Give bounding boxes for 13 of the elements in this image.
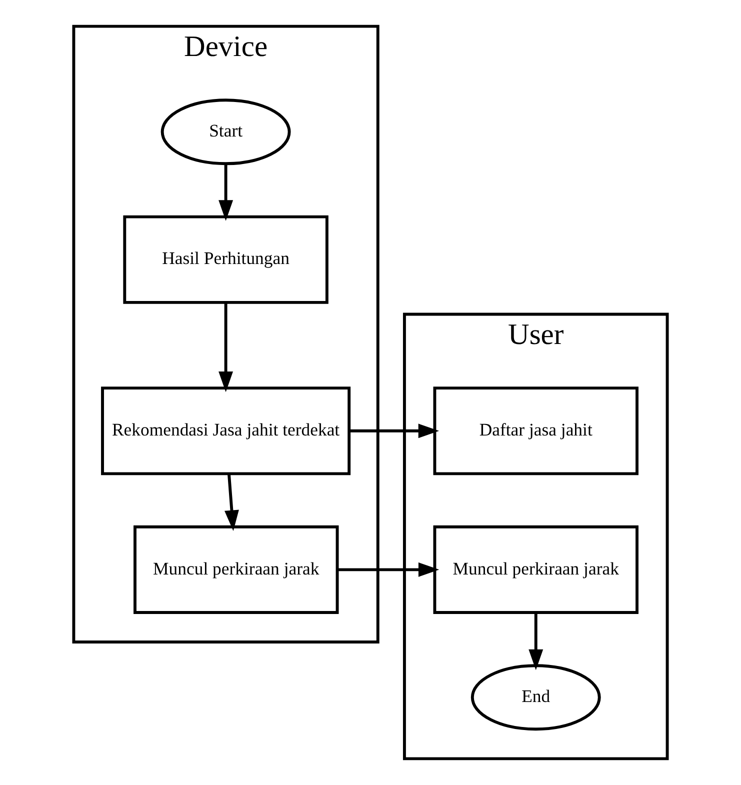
- arrow: [218, 302, 234, 392]
- node-ellipse: Start: [160, 98, 291, 166]
- arrow: [218, 164, 234, 221]
- node-box: Muncul perkiraan jarak: [134, 525, 339, 614]
- node-box: Muncul perkiraan jarak: [433, 525, 638, 614]
- node-box: Rekomendasi Jasa jahit terdekat: [101, 386, 351, 476]
- arrow: [349, 424, 440, 438]
- arrow: [224, 474, 239, 531]
- node-box: Hasil Perhitungan: [123, 215, 328, 304]
- node-ellipse: End: [470, 664, 601, 731]
- arrow: [337, 562, 440, 577]
- arrow: [528, 612, 544, 670]
- node-box: Daftar jasa jahit: [433, 386, 638, 476]
